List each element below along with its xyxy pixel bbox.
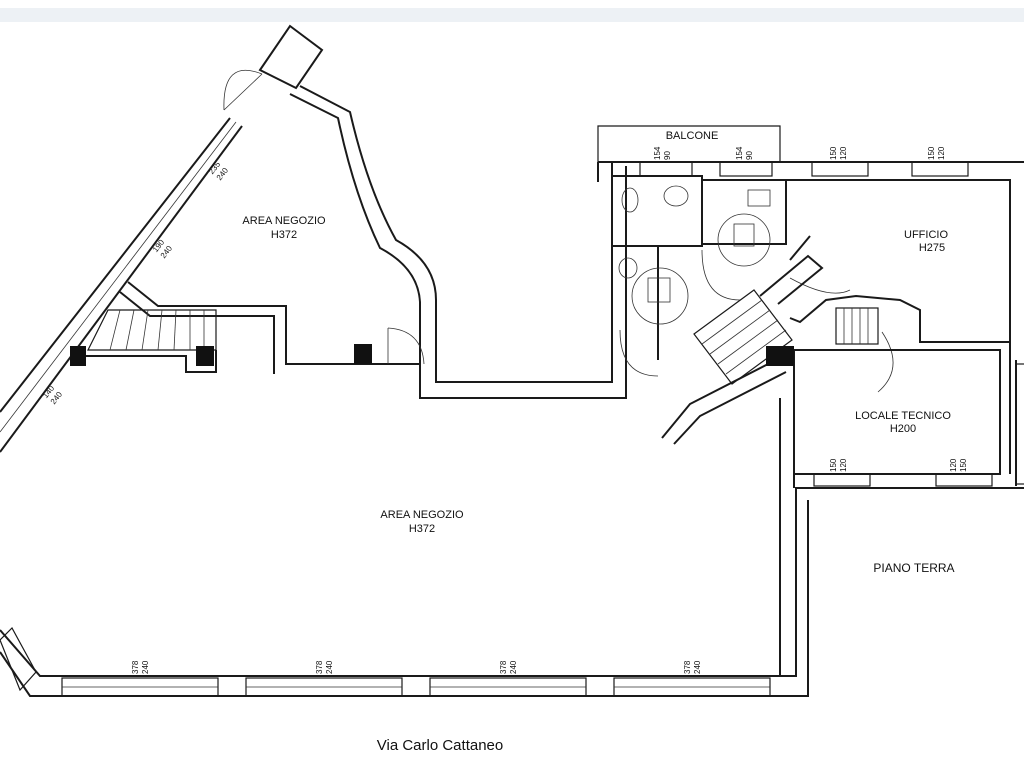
svg-text:150: 150 [829,458,838,472]
area-negozio-lower-height: H372 [409,523,435,535]
pillar-4 [766,346,794,366]
wheelchair-1-icon [647,277,671,303]
south-facade [0,398,1024,697]
dim-front-3: 378 240 [499,660,518,674]
toilet-1 [621,187,639,213]
svg-text:154: 154 [653,146,662,160]
locale-tecnico: LOCALE TECNICO H200 [793,342,1017,486]
svg-text:240: 240 [693,660,702,674]
svg-text:120: 120 [949,458,958,472]
svg-text:90: 90 [663,151,672,160]
sink-1 [663,185,689,207]
balcone-label: BALCONE [666,130,719,142]
office-stair [835,307,894,393]
ufficio-name: UFFICIO [904,229,948,241]
pillar-3 [354,344,372,364]
dim-bath-right: 154 90 [735,146,754,160]
dim-front-1: 378 240 [131,660,150,674]
dim-tech-win-1: 150 120 [829,458,848,472]
svg-text:378: 378 [499,660,508,674]
balcone: BALCONE [597,125,781,162]
svg-text:150: 150 [829,146,838,160]
east-partial-room [1015,363,1024,485]
upper-shop-partition [119,281,425,374]
scan-band [0,8,1024,22]
bathrooms-block [611,175,787,377]
toilet-2 [618,257,638,279]
north-windows [639,161,993,487]
locale-tecnico-height: H200 [890,423,916,435]
dim-diag-mid: 190 240 [151,238,175,261]
dim-front-4: 378 240 [683,660,702,674]
svg-text:378: 378 [131,660,140,674]
curved-upper-wall [289,85,627,399]
dim-bath-left: 154 90 [653,146,672,160]
svg-text:240: 240 [509,660,518,674]
sink-2 [747,189,771,207]
svg-text:378: 378 [315,660,324,674]
svg-text:120: 120 [839,146,848,160]
ufficio: UFFICIO H275 [785,179,1011,343]
dim-office-win-1: 150 120 [829,146,848,160]
dim-office-win-2: 150 120 [927,146,946,160]
svg-text:378: 378 [683,660,692,674]
area-negozio-upper-name: AREA NEGOZIO [242,215,326,227]
dim-tech-win-2: 120 150 [949,458,968,472]
svg-text:90: 90 [745,151,754,160]
floor-label: PIANO TERRA [873,561,954,575]
north-entrance-block [223,24,324,111]
svg-text:120: 120 [937,146,946,160]
street-label: Via Carlo Cattaneo [377,737,503,754]
svg-text:120: 120 [839,458,848,472]
west-diagonal-wall [0,117,243,453]
wheelchair-2-icon [733,223,755,247]
central-stair [661,235,824,445]
svg-text:240: 240 [325,660,334,674]
wheelchair-circle-1 [631,267,689,325]
dim-diag-top: 235 240 [207,160,231,183]
area-negozio-upper-height: H372 [271,229,297,241]
pillar-2 [196,346,214,366]
dim-front-2: 378 240 [315,660,334,674]
wheelchair-circle-2 [717,213,771,267]
pillar-1 [70,346,86,366]
svg-text:154: 154 [735,146,744,160]
svg-text:150: 150 [959,458,968,472]
svg-text:240: 240 [141,660,150,674]
area-negozio-lower-name: AREA NEGOZIO [380,509,464,521]
left-stair [86,309,217,373]
dim-diag-low: 140 240 [41,384,65,407]
svg-text:150: 150 [927,146,936,160]
locale-tecnico-name: LOCALE TECNICO [855,410,951,422]
ufficio-height: H275 [919,242,945,254]
